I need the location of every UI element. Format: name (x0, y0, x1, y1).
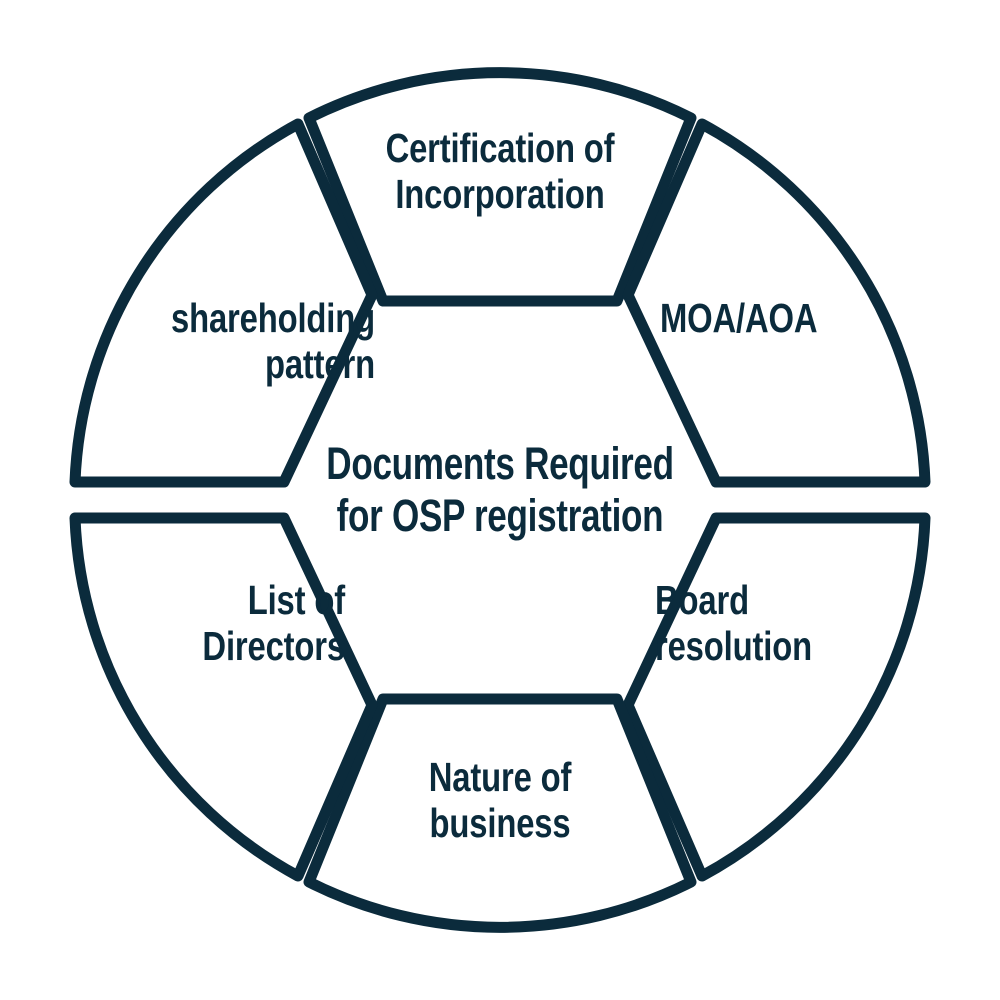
segment-shape-moa-aoa[interactable] (622, 118, 931, 488)
segment-shape-board-resolution[interactable] (622, 512, 931, 882)
segment-shape-certification[interactable] (303, 67, 697, 307)
segment-shape-nature-of-business[interactable] (303, 693, 697, 933)
segment-shape-list-of-directors[interactable] (69, 512, 378, 882)
segment-shape-shareholding-pattern[interactable] (69, 118, 378, 488)
